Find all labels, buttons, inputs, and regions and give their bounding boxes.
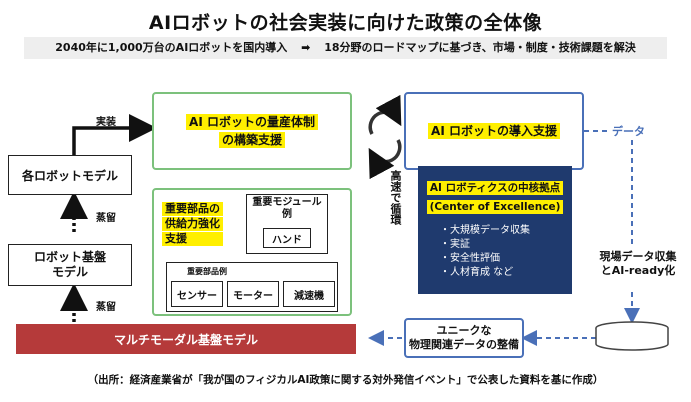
coe-item: ・実証 xyxy=(440,239,470,250)
coe-line2: (Center of Excellence) xyxy=(426,200,564,214)
banner-left: 2040年に1,000万台のAIロボットを国内導入 xyxy=(55,41,288,54)
source-note: （出所：経済産業省が「我が国のフィジカルAI政策に関する対外発信イベント」で公表… xyxy=(87,374,604,386)
coe-item: ・安全性評価 xyxy=(440,253,500,264)
module-title: 重要モジュール 例 xyxy=(252,197,322,220)
base-model-line2: モデル xyxy=(51,265,88,279)
components-label: 重要部品の 供給力強化 支援 xyxy=(162,202,223,246)
database-icon-body xyxy=(595,328,669,351)
coe-line1: AI ロボティクスの中核拠点 xyxy=(426,181,564,195)
mass-production-line2: の構築支援 xyxy=(218,132,285,148)
distill-label-2: 蒸留 xyxy=(96,302,116,313)
page-title: AIロボットの社会実装に向けた政策の全体像 xyxy=(148,12,543,34)
mass-production-box: AI ロボットの量産体制 の構築支援 xyxy=(152,92,352,170)
unique-data-line2: 物理関連データの整備 xyxy=(409,338,519,351)
reducer-box: 減速機 xyxy=(283,281,335,307)
components-label-line3: 支援 xyxy=(162,232,223,246)
coe-box: AI ロボティクスの中核拠点 (Center of Excellence) ・大… xyxy=(418,166,572,294)
components-label-line2: 供給力強化 xyxy=(162,217,223,231)
coe-items: ・大規模データ収集 ・実証 ・安全性評価 ・人材育成 など xyxy=(440,224,572,280)
goal-banner: 2040年に1,000万台のAIロボットを国内導入 ➡ 18分野のロードマップに… xyxy=(24,37,667,59)
distill-label-1: 蒸留 xyxy=(96,213,116,224)
unique-data-box: ユニークな 物理関連データの整備 xyxy=(404,318,524,358)
banner-right: 18分野のロードマップに基づき、市場・制度・技術課題を解決 xyxy=(324,41,636,54)
adoption-label: AI ロボットの導入支援 xyxy=(428,123,560,139)
implement-arrow xyxy=(72,114,157,155)
cycle-label: 高速で循環 xyxy=(389,170,402,225)
unique-data-line1: ユニークな xyxy=(436,324,492,337)
parts-example-box: 重要部品例 センサー モーター 減速機 xyxy=(166,262,338,312)
module-example-box: 重要モジュール 例 ハンド xyxy=(246,194,328,254)
sensor-box: センサー xyxy=(171,281,223,307)
field-data-label: 現場データ収集 とAI-ready化 xyxy=(599,250,677,277)
implement-label: 実装 xyxy=(96,117,116,128)
components-label-line1: 重要部品の xyxy=(162,202,223,216)
coe-item: ・大規模データ収集 xyxy=(440,225,530,236)
components-box: 重要部品の 供給力強化 支援 重要モジュール 例 ハンド 重要部品例 センサー … xyxy=(152,188,352,316)
coe-header: AI ロボティクスの中核拠点 (Center of Excellence) xyxy=(418,176,572,214)
robot-base-model-box: ロボット基盤 モデル xyxy=(8,244,132,286)
cycle-arrow-top xyxy=(368,94,402,135)
cycle-arrow-bottom xyxy=(368,139,402,180)
coe-item: ・人材育成 など xyxy=(440,267,514,278)
robot-models-box: 各ロボットモデル xyxy=(8,155,132,195)
parts-label: 重要部品例 xyxy=(187,267,227,276)
motor-box: モーター xyxy=(227,281,279,307)
adoption-box: AI ロボットの導入支援 xyxy=(404,92,584,170)
base-model-line1: ロボット基盤 xyxy=(33,250,106,264)
hand-box: ハンド xyxy=(263,228,311,248)
banner-arrow-icon: ➡ xyxy=(301,41,311,54)
multimodal-model-bar: マルチモーダル基盤モデル xyxy=(16,324,356,354)
mass-production-line1: AI ロボットの量産体制 xyxy=(186,114,318,130)
data-label: データ xyxy=(612,125,645,138)
